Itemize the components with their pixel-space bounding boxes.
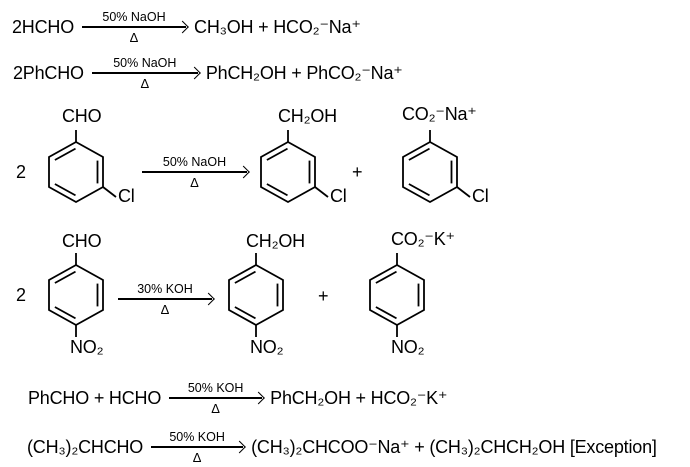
stoichiometric-coefficient: 2 bbox=[16, 285, 27, 305]
benzene-ring-structure bbox=[46, 247, 106, 350]
reaction-row-5: PhCHO + HCHO 50% KOH Δ PhCH₂OH + HCO₂⁻K⁺ bbox=[28, 381, 447, 416]
reactant-formula: 2HCHO bbox=[12, 16, 75, 37]
substituent-label-cl: Cl bbox=[330, 186, 347, 206]
reaction-row-1: 2HCHO 50% NaOH Δ CH₃OH + HCO₂⁻Na⁺ bbox=[12, 10, 361, 45]
substituent-label-no2: NO₂ bbox=[70, 337, 104, 357]
condition-label: 50% KOH bbox=[187, 381, 244, 395]
stoichiometric-coefficient: 2 bbox=[16, 162, 27, 182]
benzene-ring-structure bbox=[400, 124, 476, 215]
condition-label: 50% NaOH bbox=[113, 56, 177, 70]
product-formula: PhCH₂OH + HCO₂⁻K⁺ bbox=[270, 387, 448, 408]
heat-delta-label: Δ bbox=[160, 301, 170, 317]
arrow-shaft-icon bbox=[118, 298, 212, 300]
plus-sign: + bbox=[318, 286, 329, 306]
condition-label: 30% KOH bbox=[137, 282, 193, 296]
reaction-row-3: 2 CHO Cl 50% NaOH Δ CH₂OH bbox=[0, 100, 690, 225]
substituent-label-no2: NO₂ bbox=[391, 337, 425, 357]
benzene-ring-structure bbox=[226, 247, 286, 350]
benzene-ring-structure bbox=[46, 124, 122, 215]
condition-label: 50% NaOH bbox=[102, 10, 166, 24]
arrow-shaft-icon bbox=[142, 171, 247, 173]
reaction-arrow: 50% KOH Δ bbox=[151, 430, 244, 465]
substituent-label-cho: CHO bbox=[62, 231, 102, 251]
arrow-shaft-icon bbox=[82, 26, 187, 28]
product-formula: CH₃OH + HCO₂⁻Na⁺ bbox=[194, 16, 361, 37]
heat-delta-label: Δ bbox=[140, 75, 150, 91]
reaction-arrow: 50% NaOH Δ bbox=[91, 56, 198, 91]
reaction-row-2: 2PhCHO 50% NaOH Δ PhCH₂OH + PhCO₂⁻Na⁺ bbox=[13, 56, 403, 91]
reaction-arrow: 50% NaOH Δ bbox=[142, 155, 247, 190]
benzene-ring-structure bbox=[367, 247, 427, 350]
reaction-arrow: 30% KOH Δ bbox=[118, 282, 212, 317]
substituent-label-carboxylate: CO₂⁻Na⁺ bbox=[402, 104, 477, 124]
reactant-formula: 2PhCHO bbox=[13, 62, 84, 83]
substituent-label-carboxylate: CO₂⁻K⁺ bbox=[391, 229, 455, 249]
reaction-arrow: 50% KOH Δ bbox=[169, 381, 263, 416]
arrow-shaft-icon bbox=[169, 397, 263, 399]
substituent-label-ch2oh: CH₂OH bbox=[246, 231, 305, 251]
product-formula: PhCH₂OH + PhCO₂⁻Na⁺ bbox=[205, 62, 403, 83]
heat-delta-label: Δ bbox=[190, 174, 199, 190]
arrow-shaft-icon bbox=[91, 72, 198, 74]
substituent-label-no2: NO₂ bbox=[250, 337, 284, 357]
condition-label: 50% NaOH bbox=[162, 155, 227, 169]
heat-delta-label: Δ bbox=[211, 400, 220, 416]
heat-delta-label: Δ bbox=[129, 29, 139, 45]
benzene-ring-structure bbox=[258, 124, 334, 215]
reactant-formula: PhCHO + HCHO bbox=[28, 387, 162, 408]
substituent-label-cl: Cl bbox=[118, 186, 135, 206]
substituent-label-cl: Cl bbox=[472, 186, 489, 206]
substituent-label-cho: CHO bbox=[62, 106, 102, 126]
reaction-row-6: (CH₃)₂CHCHO 50% KOH Δ (CH₃)₂CHCOO⁻Na⁺ + … bbox=[27, 430, 657, 465]
condition-label: 50% KOH bbox=[169, 430, 225, 444]
heat-delta-label: Δ bbox=[192, 449, 202, 465]
reaction-row-4: 2 CHO NO₂ 30% KOH Δ CH₂OH bbox=[0, 228, 690, 378]
product-formula: (CH₃)₂CHCOO⁻Na⁺ + (CH₃)₂CHCH₂OH [Excepti… bbox=[251, 436, 657, 457]
reaction-arrow: 50% NaOH Δ bbox=[82, 10, 187, 45]
arrow-shaft-icon bbox=[151, 446, 244, 448]
substituent-label-ch2oh: CH₂OH bbox=[278, 106, 337, 126]
plus-sign: + bbox=[352, 162, 363, 182]
reactant-formula: (CH₃)₂CHCHO bbox=[27, 436, 144, 457]
